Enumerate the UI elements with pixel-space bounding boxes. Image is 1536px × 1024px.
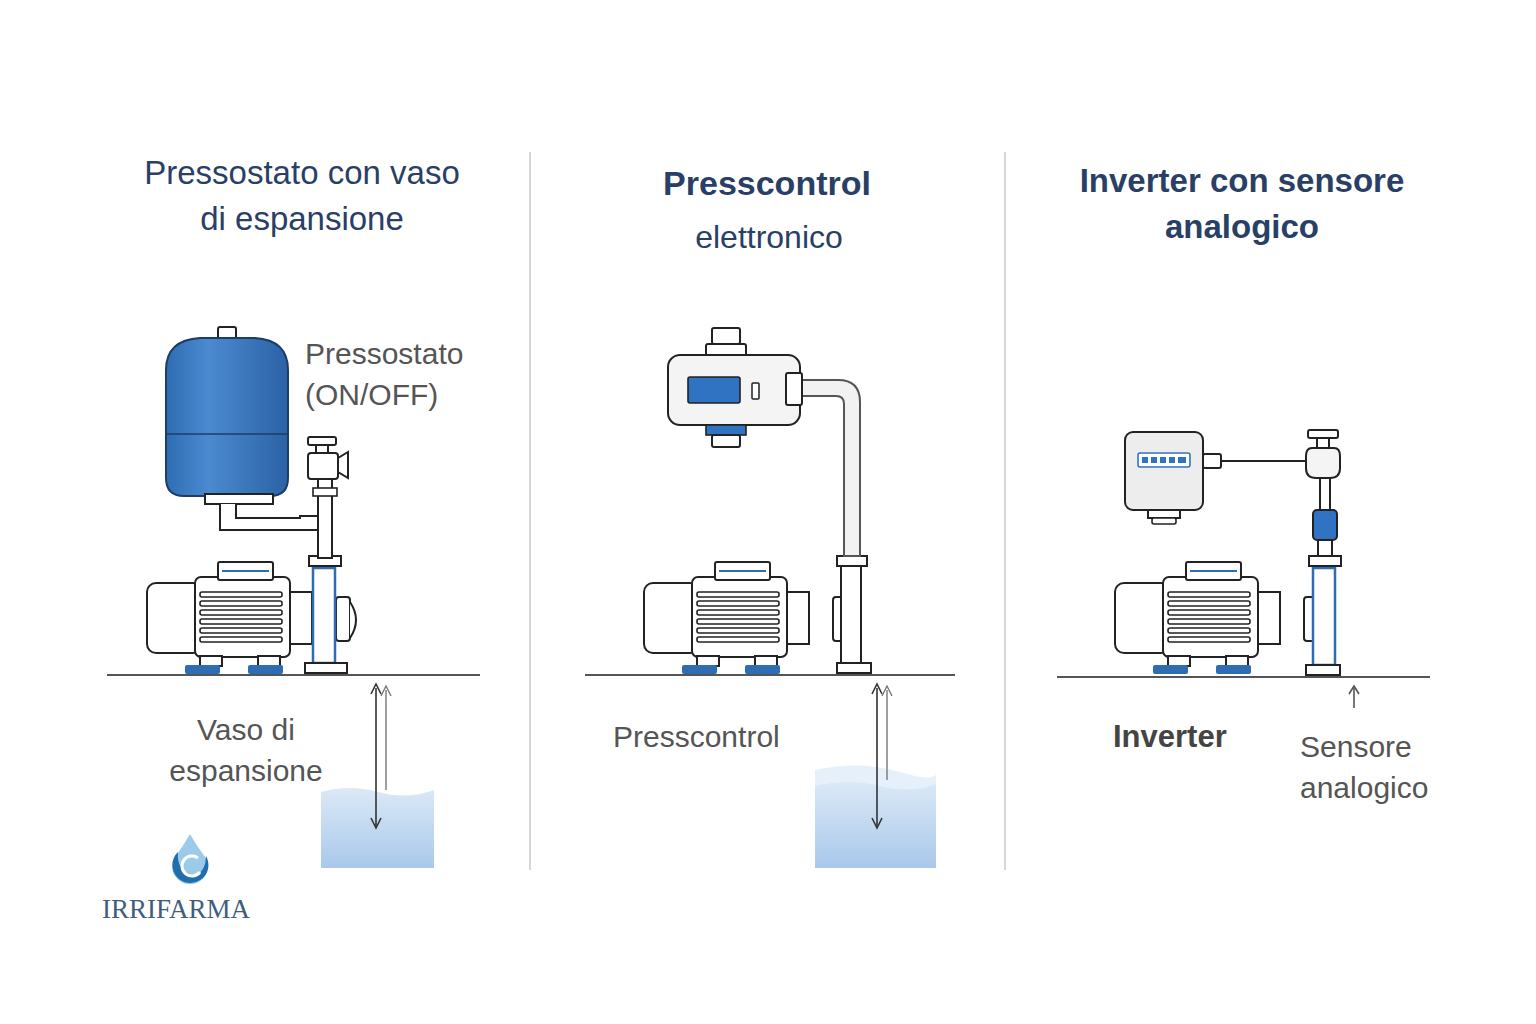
- panel-subtitle: elettronico: [599, 215, 939, 259]
- part-label: Pressostato (ON/OFF): [305, 333, 500, 416]
- panel-title: Presscontrol: [597, 160, 937, 207]
- panel-title: Inverter con sensore analogico: [1070, 158, 1415, 249]
- logo-text: IRRIFARMA: [102, 891, 322, 928]
- panel-title: Pressostato con vaso di espansione: [137, 150, 467, 241]
- part-label: Presscontrol: [613, 716, 833, 757]
- part-label: Sensore analogico: [1300, 726, 1475, 809]
- part-label: Inverter: [1113, 716, 1283, 759]
- part-label: Vaso di espansione: [146, 709, 346, 792]
